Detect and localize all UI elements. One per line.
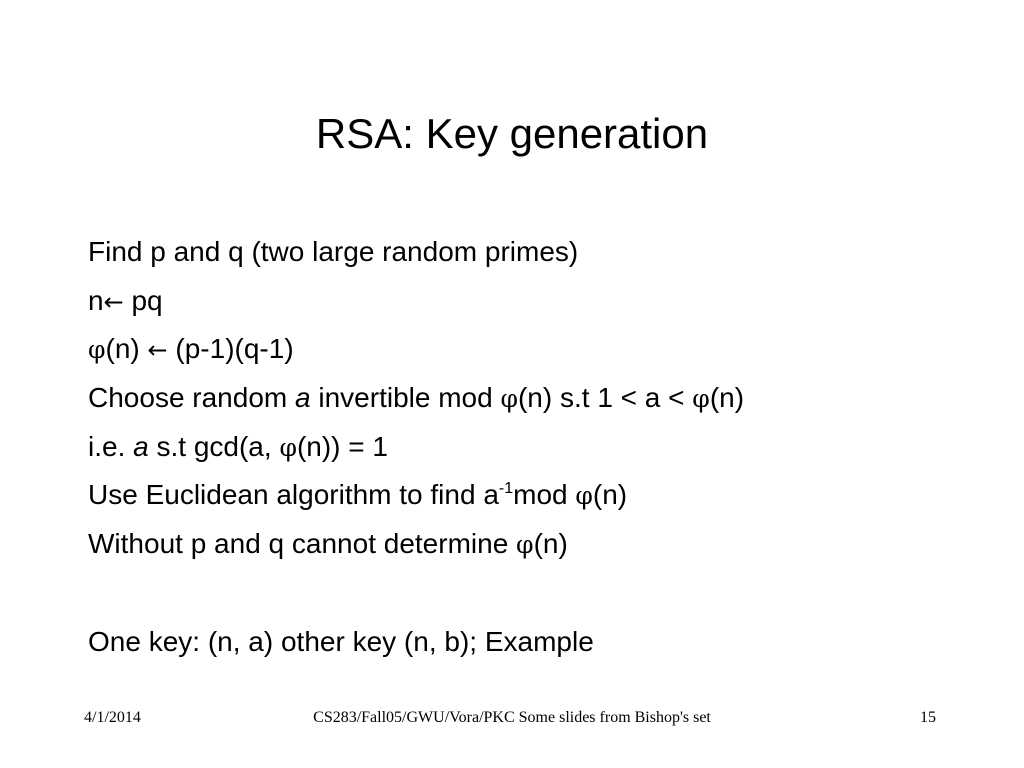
- footer-course: CS283/Fall05/GWU/Vora/PKC Some slides fr…: [313, 709, 711, 726]
- phi-symbol: φ: [692, 384, 710, 414]
- text-ie: i.e.: [88, 430, 134, 462]
- bullet-gcd: i.e. a s.t gcd(a, φ(n)) = 1: [88, 423, 988, 472]
- footer-date: 4/1/2014: [84, 709, 141, 726]
- text-n: n: [88, 284, 104, 316]
- phi-symbol: φ: [516, 530, 534, 560]
- text-n-end: (n): [709, 382, 745, 414]
- left-arrow-symbol: ←: [147, 336, 168, 365]
- text-n-paren: (n): [105, 333, 148, 365]
- text-gcd: s.t gcd(a,: [148, 430, 280, 462]
- var-a: a: [295, 382, 311, 414]
- var-a: a: [133, 430, 149, 462]
- text-n-end: (n): [592, 479, 628, 511]
- phi-symbol: φ: [279, 432, 297, 462]
- phi-symbol: φ: [500, 384, 518, 414]
- bullet-choose-a: Choose random a invertible mod φ(n) s.t …: [88, 374, 988, 423]
- text-mod: mod: [513, 479, 576, 511]
- blank-line: [88, 569, 988, 618]
- superscript-inverse: -1: [498, 480, 514, 498]
- text-condition: (n) s.t 1 < a <: [517, 382, 693, 414]
- bullet-phi-assign: φ(n) ← (p-1)(q-1): [88, 325, 988, 374]
- text-euclid: Use Euclidean algorithm to find a: [88, 479, 499, 511]
- footer-page-number: 15: [920, 709, 936, 726]
- text-choose: Choose random: [88, 382, 296, 414]
- text-product: (p-1)(q-1): [167, 333, 294, 365]
- phi-symbol: φ: [88, 335, 106, 365]
- slide-body: Find p and q (two large random primes) n…: [88, 228, 988, 666]
- bullet-without-pq: Without p and q cannot determine φ(n): [88, 520, 988, 569]
- text-gcd-end: (n)) = 1: [296, 430, 388, 462]
- text-n-end: (n): [533, 528, 568, 560]
- bullet-keys-example: One key: (n, a) other key (n, b); Exampl…: [88, 625, 594, 657]
- text-pq: pq: [123, 284, 163, 316]
- text-invertible: invertible mod: [310, 382, 501, 414]
- bullet-find-primes: Find p and q (two large random primes): [88, 236, 579, 267]
- bullet-euclidean: Use Euclidean algorithm to find a-1mod φ…: [88, 471, 988, 520]
- phi-symbol: φ: [575, 481, 593, 511]
- left-arrow-symbol: ←: [103, 287, 124, 316]
- slide-title: RSA: Key generation: [315, 110, 709, 157]
- bullet-n-assign: n← pq: [88, 277, 988, 326]
- text-without: Without p and q cannot determine: [88, 528, 517, 560]
